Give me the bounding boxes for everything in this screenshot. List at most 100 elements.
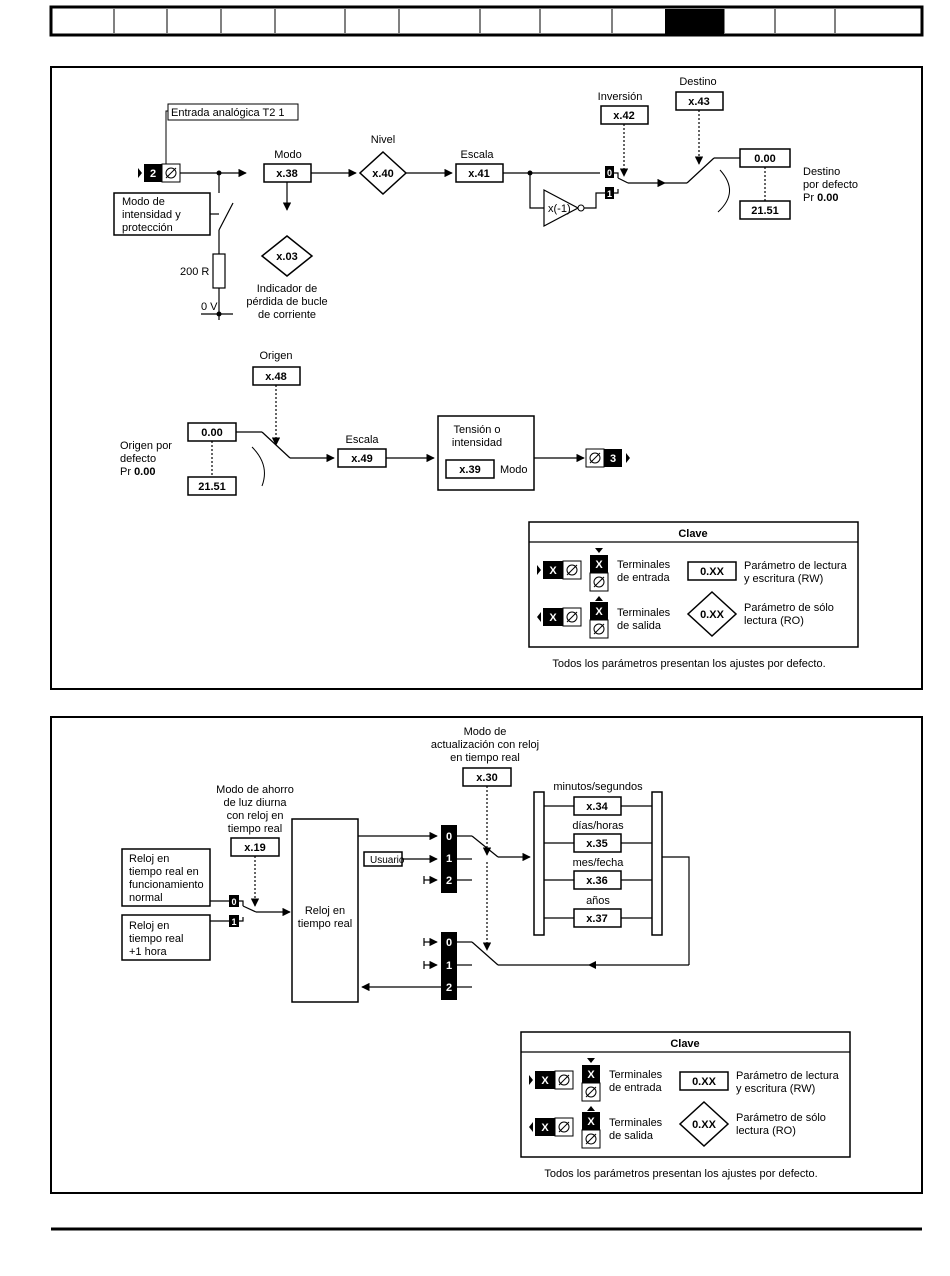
key1-rw-line2-text: y escritura (RW) <box>744 573 823 585</box>
param-years <box>573 908 622 928</box>
diagram1-dest-value-text: 0.00 <box>754 153 775 165</box>
key1-ro-line1-text: Parámetro de sólo <box>744 602 834 614</box>
key1-terminal-symbol-text: X <box>549 612 557 624</box>
real-time-clock-block <box>291 818 359 1003</box>
diagram3-sel-0-text: 0 <box>446 937 452 949</box>
diagram1-zero-v-label-text: 0 V <box>201 301 218 313</box>
diagram3-sel-0-text: 0 <box>446 831 452 843</box>
param-level <box>358 150 408 196</box>
key-legend-1: Clave X X Terminales de entrada X X Term… <box>528 521 859 648</box>
diagram3-dst-sel-0-text: 0 <box>231 897 236 907</box>
diagram3-sel-1-text: 1 <box>446 960 452 972</box>
output-terminal-3: 3 <box>585 448 630 468</box>
key2-ro-line1-text: Parámetro de sólo <box>736 1112 826 1124</box>
lower-selector <box>441 932 457 1000</box>
diagram3-normal-line2-text: tiempo real en <box>129 866 199 878</box>
diagram2-output-terminal-text: 3 <box>610 453 616 465</box>
diagram3-dst-line1-text: Modo de ahorro <box>216 784 294 796</box>
diagram3-rtc-line1-text: Reloj en <box>305 905 345 917</box>
diagram3-month-date-param-text: x.36 <box>586 875 607 887</box>
diagram3-sel-1-text: 1 <box>446 853 452 865</box>
diagram1-dest-param-text: x.43 <box>688 96 709 108</box>
diagram2-scale-label-text: Escala <box>345 434 379 446</box>
diagram3-dst-sel-1-text: 1 <box>231 917 236 927</box>
diagram3-min-sec-param-text: x.34 <box>586 801 608 813</box>
diagram3-normal-line4-text: normal <box>129 892 163 904</box>
diagram3-rtc-line2-text: tiempo real <box>298 918 352 930</box>
diagram2-scale-param-text: x.49 <box>351 453 372 465</box>
diagram1-loss-line1-text: Indicador de <box>257 283 318 295</box>
key1-rw-line1-text: Parámetro de lectura <box>744 560 848 572</box>
diagram1-switch-pos1-text: 1 <box>607 189 612 199</box>
diagram2-source-default-line1-text: Origen por <box>120 440 172 452</box>
diagram2-vt-line1-text: Tensión o <box>453 424 500 436</box>
diagram1-invert-param-text: x.42 <box>613 110 634 122</box>
diagram1-dest-label-text: Destino <box>679 76 716 88</box>
diagram1-resistor-label-text: 200 R <box>180 266 209 278</box>
diagram2-source-default-line2-text: defecto <box>120 453 156 465</box>
diagram1-invert-label-text: Inversión <box>598 91 643 103</box>
key1-output-terminals-line2-text: de salida <box>617 620 662 632</box>
key1-rw-param-text: 0.XX <box>700 566 725 578</box>
diagram1-dest-default-line1-text: Destino <box>803 166 840 178</box>
diagram1-mode-box-line3-text: protección <box>122 222 173 234</box>
diagram1-mode-label-text: Modo <box>274 149 302 161</box>
input-terminal-2: 2 <box>138 163 181 183</box>
diagram3-dst-line4-text: tiempo real <box>228 823 282 835</box>
diagram1-switch-pos0-text: 0 <box>607 168 612 178</box>
diagram3-dst-param-text: x.19 <box>244 842 265 854</box>
svg-text:Pr 0.00: Pr 0.00 <box>803 192 838 204</box>
mode-switch <box>218 202 234 231</box>
diagram3-sel-2-text: 2 <box>446 875 452 887</box>
diagram3-update-line2-text: actualización con reloj <box>431 739 539 751</box>
diagram2-vt-mode-label-text: Modo <box>500 464 528 476</box>
upper-selector <box>441 825 457 893</box>
key2-output-terminals-line1-text: Terminales <box>609 1117 663 1129</box>
diagram3-update-param-text: x.30 <box>476 772 497 784</box>
param-loss-indicator <box>260 235 314 277</box>
key1-terminal-symbol-text: X <box>595 559 603 571</box>
diagram2-source-default-param-text: 21.51 <box>198 481 226 493</box>
diagram3-years-param-text: x.37 <box>586 913 607 925</box>
diagram3-plus-line2-text: tiempo real <box>129 933 183 945</box>
diagram3-day-hour-param-text: x.35 <box>586 838 607 850</box>
key1-terminal-symbol-text: X <box>549 565 557 577</box>
key2-rw-line2-text: y escritura (RW) <box>736 1083 815 1095</box>
diagram3-update-line3-text: en tiempo real <box>450 752 520 764</box>
diagram1-level-param-text: x.40 <box>372 168 393 180</box>
diagram1-dest-default-param-text: 21.51 <box>751 205 779 217</box>
diagram2-source-default-line3-prefix-text: Pr <box>120 466 134 478</box>
diagram1-scale-label-text: Escala <box>460 149 494 161</box>
diagram2-vt-param-text: x.39 <box>459 464 480 476</box>
diagram3-update-line1-text: Modo de <box>464 726 507 738</box>
key2-input-terminals-line2-text: de entrada <box>609 1082 662 1094</box>
diagram1-mode-box-line1-text: Modo de <box>122 196 165 208</box>
clock-normal-box <box>121 848 211 907</box>
diagram3-years-label-text: años <box>586 895 610 907</box>
key1-footer: Todos los parámetros presentan los ajust… <box>552 658 825 670</box>
diagram3-day-hour-label-text: días/horas <box>572 820 624 832</box>
diagram1-mode-box-line2-text: intensidad y <box>122 209 181 221</box>
param-day-hour <box>573 833 622 853</box>
input-label: Entrada analógica T2 1 <box>171 107 285 119</box>
key2-terminal-symbol-text: X <box>541 1075 549 1087</box>
clock-plus-one-box <box>121 914 211 961</box>
source-default-box <box>187 476 237 496</box>
key2-ro-line2-text: lectura (RO) <box>736 1125 796 1137</box>
diagram2-source-default-line3-value-text: 0.00 <box>134 466 155 478</box>
diagram3-user-label-text: Usuario <box>370 855 405 866</box>
diagram3-month-date-label-text: mes/fecha <box>573 857 625 869</box>
diagram1-dest-default-line3-prefix-text: Pr <box>803 192 817 204</box>
key2-ro-param-text: 0.XX <box>692 1119 717 1131</box>
diagram2-vt-line2-text: intensidad <box>452 437 502 449</box>
diagram3-dst-line3-text: con reloj en <box>227 810 284 822</box>
page-tab-strip <box>49 5 924 37</box>
key1-input-terminals-line2-text: de entrada <box>617 572 670 584</box>
param-month-date <box>573 870 622 890</box>
diagram1-loss-param-text: x.03 <box>276 251 297 263</box>
key2-rw-line1-text: Parámetro de lectura <box>736 1070 840 1082</box>
active-tab <box>665 9 724 34</box>
key2-terminal-symbol-text: X <box>587 1069 595 1081</box>
diagram2-source-label-text: Origen <box>259 350 292 362</box>
